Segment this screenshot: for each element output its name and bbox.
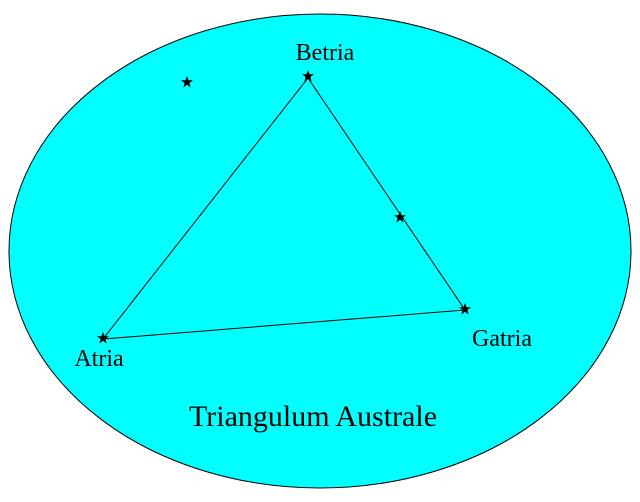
constellation-triangle	[101, 77, 466, 340]
diagram-title: Triangulum Australe	[189, 400, 437, 433]
label-betria: Betria	[296, 40, 355, 66]
label-gatria: Gatria	[472, 326, 532, 352]
label-atria: Atria	[74, 346, 124, 372]
sky-ellipse	[8, 13, 632, 489]
